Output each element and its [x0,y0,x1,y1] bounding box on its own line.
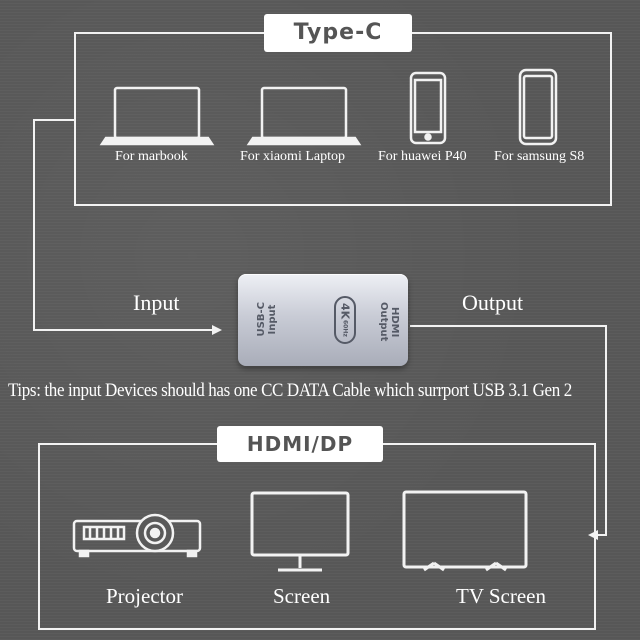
device-label-projector: Projector [106,584,183,608]
adapter-usb-c-label: USB-C [256,302,267,337]
adapter-hdmi-label: HDMI [389,306,400,337]
device-label-huawei: For huawei P40 [378,149,467,164]
phone-icon [518,68,558,146]
badge-4k: 4K [338,302,352,320]
device-label-screen: Screen [273,584,331,608]
phone-icon [409,71,447,145]
hdmi-dp-title: HDMI/DP [217,426,383,462]
input-label: Input [133,290,180,315]
type-c-title: Type-C [264,14,412,52]
adapter-output-label: Output [378,302,389,342]
4k-60hz-badge: 4K 60Hz [334,296,356,344]
adapter-input-text: USB-C Input [256,302,278,336]
monitor-icon [250,491,350,572]
laptop-icon [246,86,362,146]
adapter-output-text: HDMI Output [378,302,400,341]
output-connector-line [410,325,607,540]
device-label-marbook: For marbook [115,149,188,164]
projector-icon [72,513,202,558]
device-label-tv-screen: TV Screen [456,584,546,608]
usb-c-to-hdmi-adapter: USB-C Input 4K 60Hz HDMI Output [238,274,408,366]
device-label-samsung: For samsung S8 [494,149,585,164]
tv-icon [402,490,528,572]
device-label-xiaomi: For xiaomi Laptop [240,149,345,164]
adapter-input-label: Input [267,304,278,335]
output-label: Output [462,290,524,315]
tips-text: Tips: the input Devices should has one C… [8,381,572,401]
laptop-icon [99,86,215,146]
input-connector-line [33,119,222,335]
badge-60hz: 60Hz [341,320,349,338]
